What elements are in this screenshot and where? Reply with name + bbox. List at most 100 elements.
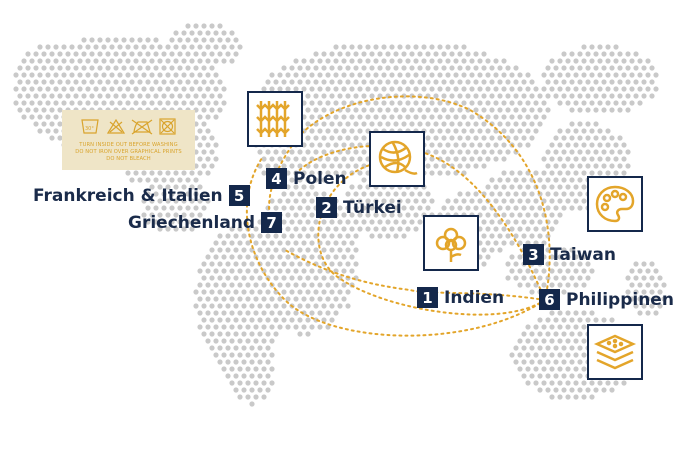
map-dot: [325, 170, 331, 176]
map-dot: [205, 114, 211, 120]
map-dot: [193, 51, 199, 57]
map-dot: [329, 233, 335, 239]
map-dot: [237, 380, 243, 386]
map-dot: [349, 156, 355, 162]
map-dot: [181, 100, 187, 106]
map-dot: [429, 100, 435, 106]
map-dot: [157, 72, 163, 78]
map-dot: [389, 226, 395, 232]
map-dot: [337, 65, 343, 71]
map-dot: [333, 128, 339, 134]
map-dot: [105, 93, 111, 99]
map-dot: [209, 303, 215, 309]
map-dot: [429, 114, 435, 120]
map-dot: [245, 394, 251, 400]
map-dot: [77, 72, 83, 78]
map-dot: [181, 198, 187, 204]
map-dot: [285, 156, 291, 162]
map-dot: [337, 233, 343, 239]
map-dot: [349, 72, 355, 78]
map-dot: [345, 51, 351, 57]
map-dot: [549, 254, 555, 260]
map-dot: [89, 65, 95, 71]
map-dot: [577, 65, 583, 71]
map-dot: [585, 163, 591, 169]
map-dot: [313, 65, 319, 71]
map-dot: [289, 261, 295, 267]
map-dot: [109, 72, 115, 78]
map-dot: [273, 289, 279, 295]
map-dot: [133, 170, 139, 176]
map-dot: [521, 177, 527, 183]
map-dot: [525, 198, 531, 204]
map-dot: [529, 373, 535, 379]
map-dot: [301, 156, 307, 162]
map-dot: [261, 310, 267, 316]
map-dot: [337, 121, 343, 127]
map-dot: [129, 37, 135, 43]
map-dot: [181, 170, 187, 176]
map-dot: [357, 212, 363, 218]
map-dot: [21, 58, 27, 64]
map-dot: [541, 72, 547, 78]
map-dot: [437, 128, 443, 134]
map-dot: [605, 380, 611, 386]
map-dot: [29, 58, 35, 64]
map-dot: [301, 170, 307, 176]
map-dot: [121, 93, 127, 99]
map-dot: [197, 128, 203, 134]
map-dot: [409, 79, 415, 85]
map-dot: [417, 121, 423, 127]
map-dot: [245, 282, 251, 288]
map-dot: [573, 366, 579, 372]
map-dot: [281, 163, 287, 169]
map-dot: [125, 72, 131, 78]
map-dot: [153, 191, 159, 197]
map-dot: [233, 261, 239, 267]
map-dot: [381, 44, 387, 50]
map-dot: [609, 79, 615, 85]
map-dot: [329, 65, 335, 71]
map-dot: [209, 51, 215, 57]
map-dot: [313, 275, 319, 281]
map-dot: [457, 191, 463, 197]
map-dot: [49, 121, 55, 127]
map-dot: [529, 331, 535, 337]
map-dot: [233, 289, 239, 295]
location-number: 6: [539, 289, 560, 310]
map-dot: [429, 72, 435, 78]
map-dot: [361, 93, 367, 99]
map-dot: [325, 310, 331, 316]
map-dot: [461, 72, 467, 78]
map-dot: [393, 107, 399, 113]
map-dot: [313, 135, 319, 141]
map-dot: [541, 226, 547, 232]
map-dot: [465, 65, 471, 71]
map-dot: [205, 324, 211, 330]
map-dot: [405, 226, 411, 232]
map-dot: [629, 296, 635, 302]
map-dot: [465, 205, 471, 211]
map-dot: [81, 65, 87, 71]
map-dot: [73, 93, 79, 99]
map-dot: [141, 72, 147, 78]
map-dot: [245, 296, 251, 302]
map-dot: [193, 79, 199, 85]
map-dot: [365, 212, 371, 218]
map-dot: [57, 51, 63, 57]
map-dot: [253, 226, 259, 232]
map-dot: [325, 100, 331, 106]
map-dot: [201, 79, 207, 85]
map-dot: [517, 128, 523, 134]
map-dot: [181, 184, 187, 190]
map-dot: [281, 205, 287, 211]
map-dot: [533, 114, 539, 120]
map-dot: [125, 170, 131, 176]
map-dot: [485, 142, 491, 148]
map-dot: [437, 142, 443, 148]
map-dot: [449, 149, 455, 155]
map-dot: [545, 317, 551, 323]
map-dot: [61, 100, 67, 106]
map-dot: [289, 233, 295, 239]
map-dot: [493, 240, 499, 246]
